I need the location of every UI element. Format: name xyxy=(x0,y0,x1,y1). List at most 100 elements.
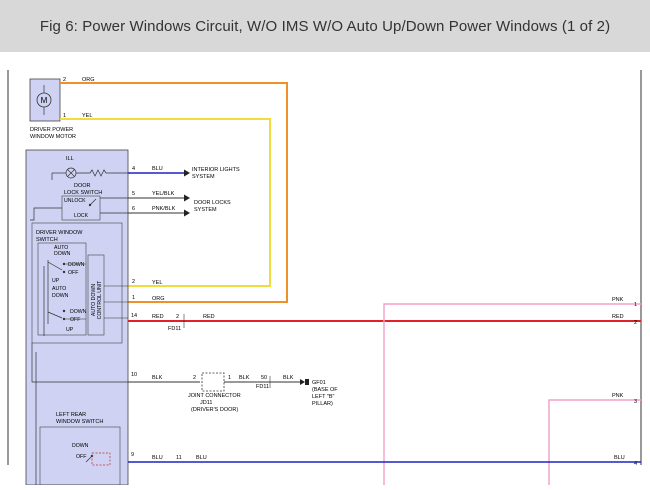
ground-id: GF01 xyxy=(312,380,326,386)
door-lock-unlock-label: UNLOCK xyxy=(64,198,86,204)
ws-off-label: OFF xyxy=(68,270,78,276)
door-locks-dest-1: DOOR LOCKS xyxy=(194,200,231,206)
fd11-label-red: FD11 xyxy=(168,326,181,332)
ground-label-1: (BASE OF xyxy=(312,387,338,393)
ws-auto-down-b-label: DOWN xyxy=(52,293,69,299)
red-wire-label-1: RED xyxy=(152,314,164,320)
pnk-wire-label-2: PNK xyxy=(612,393,624,399)
control-unit-label-2: CONTROL UNIT xyxy=(97,280,103,320)
ws-contact-3 xyxy=(62,309,66,313)
yelblk-wire-label: YEL/BLK xyxy=(152,191,175,197)
fd11-label-blk: FD11 xyxy=(256,384,269,390)
figure-title: Fig 6: Power Windows Circuit, W/O IMS W/… xyxy=(39,17,611,35)
yel-wire-label-bottom: YEL xyxy=(152,280,162,286)
driver-switch-assembly xyxy=(25,149,129,486)
ground-symbol-icon xyxy=(305,379,309,385)
ws-auto-b-label: AUTO xyxy=(52,286,66,292)
left-rear-title-1: LEFT REAR xyxy=(56,412,86,418)
ws-down2-label: DOWN xyxy=(70,309,87,315)
pin-9: 9 xyxy=(131,452,134,458)
left-rear-contact-arm xyxy=(85,455,93,463)
motor-label-1: DRIVER POWER xyxy=(30,127,73,133)
org-wire xyxy=(60,82,288,303)
right-pin-1: 1 xyxy=(634,302,637,308)
jd11-label-2: JD11 xyxy=(200,400,212,406)
blu-wire-label-interior: BLU xyxy=(152,166,163,172)
ws-down-label: DOWN xyxy=(68,262,85,268)
motor-pin-2: 2 xyxy=(63,77,66,83)
connector-pin-11: 11 xyxy=(176,455,182,461)
yel-wire xyxy=(60,118,271,287)
right-pin-2: 2 xyxy=(634,320,637,326)
yelblk-arrow-icon xyxy=(184,194,190,202)
right-pin-3: 3 xyxy=(634,399,637,405)
interior-dest-2: SYSTEM xyxy=(192,174,215,180)
door-lock-title-2: LOCK SWITCH xyxy=(64,190,102,196)
ws-contact-2 xyxy=(62,270,66,274)
blk-wire-label-1: BLK xyxy=(152,375,163,381)
door-locks-dest-2: SYSTEM xyxy=(194,207,217,213)
wiring-diagram-svg: M 2 1 DRIVER POWER WINDOW MOTOR ORG ORG … xyxy=(7,70,642,486)
pnk-wire-1 xyxy=(383,303,641,485)
window-switch-title-2: SWITCH xyxy=(36,237,58,243)
switch-ground-link xyxy=(31,343,128,383)
control-unit-label-1: AUTO DOWN xyxy=(91,284,97,316)
door-lock-ground-lead xyxy=(30,207,62,221)
window-switch-title-1: DRIVER WINDOW xyxy=(36,230,83,236)
ws-auto-down-label: DOWN xyxy=(54,251,71,257)
ill-resistor-icon xyxy=(76,169,128,177)
ws-auto-label: AUTO xyxy=(54,245,68,251)
org-wire-label-top: ORG xyxy=(82,77,95,83)
ground-label-3: PILLAR) xyxy=(312,401,333,407)
ws-up-label: UP xyxy=(52,278,60,284)
wiring-diagram: M 2 1 DRIVER POWER WINDOW MOTOR ORG ORG … xyxy=(0,52,650,486)
motor-pin-1: 1 xyxy=(63,113,66,119)
left-rear-down-label: DOWN xyxy=(72,443,89,449)
pnk-wire-2 xyxy=(548,399,641,485)
pin-4: 4 xyxy=(132,166,135,172)
pin-10: 10 xyxy=(131,372,137,378)
motor-label-2: WINDOW MOTOR xyxy=(30,134,76,140)
jd11-pin-1: 1 xyxy=(228,375,231,381)
ill-lamp-cross-b xyxy=(67,169,75,177)
interior-arrow-icon xyxy=(184,169,190,177)
window-switch-inner xyxy=(37,242,87,336)
motor-box xyxy=(29,78,61,122)
pin-1: 1 xyxy=(132,295,135,301)
jd11-pin-2: 2 xyxy=(193,375,196,381)
right-pin-4: 4 xyxy=(634,461,637,467)
pnkblk-wire-label: PNK/BLK xyxy=(152,206,176,212)
ws-contact-arm-2 xyxy=(47,311,63,319)
window-switch-box xyxy=(31,222,123,344)
blk-wire-label-2: BLK xyxy=(239,375,250,381)
left-rear-title-2: WINDOW SWITCH xyxy=(56,419,103,425)
fd11-pin-50: 50 xyxy=(261,375,267,381)
jd11-connector-box xyxy=(201,372,225,392)
ws-contact-arm-1 xyxy=(47,261,63,271)
figure-header: Fig 6: Power Windows Circuit, W/O IMS W/… xyxy=(0,0,650,52)
ground-label-2: LEFT "B" xyxy=(312,394,334,400)
auto-down-control-unit xyxy=(87,254,105,336)
door-lock-contact xyxy=(89,198,97,206)
ws-up2-label: UP xyxy=(66,327,74,333)
red-wire-label-2: RED xyxy=(203,314,215,320)
left-rear-off-label: OFF xyxy=(76,454,86,460)
pin-2: 2 xyxy=(132,279,135,285)
red-wire-label-right: RED xyxy=(612,314,624,320)
jd11-label-1: JOINT CONNECTOR xyxy=(188,393,241,399)
door-lock-lock-label: LOCK xyxy=(74,213,89,219)
pin-14: 14 xyxy=(131,313,137,319)
ill-label: ILL xyxy=(66,156,74,162)
pnkblk-arrow-icon xyxy=(184,209,190,217)
interior-dest-1: INTERIOR LIGHTS xyxy=(192,167,240,173)
pin-5: 5 xyxy=(132,191,135,197)
blu-wire-label-right: BLU xyxy=(614,455,625,461)
org-wire-label-bottom: ORG xyxy=(152,296,165,302)
blu-wire-label-bottom-1: BLU xyxy=(152,455,163,461)
yel-wire-label-top: YEL xyxy=(82,113,92,119)
fd11-pin-2: 2 xyxy=(176,314,179,320)
pnk-wire-label-1: PNK xyxy=(612,297,624,303)
blk-wire-label-3: BLK xyxy=(283,375,294,381)
ws-off2-label: OFF xyxy=(70,317,80,323)
jd11-label-3: (DRIVER'S DOOR) xyxy=(191,407,238,413)
